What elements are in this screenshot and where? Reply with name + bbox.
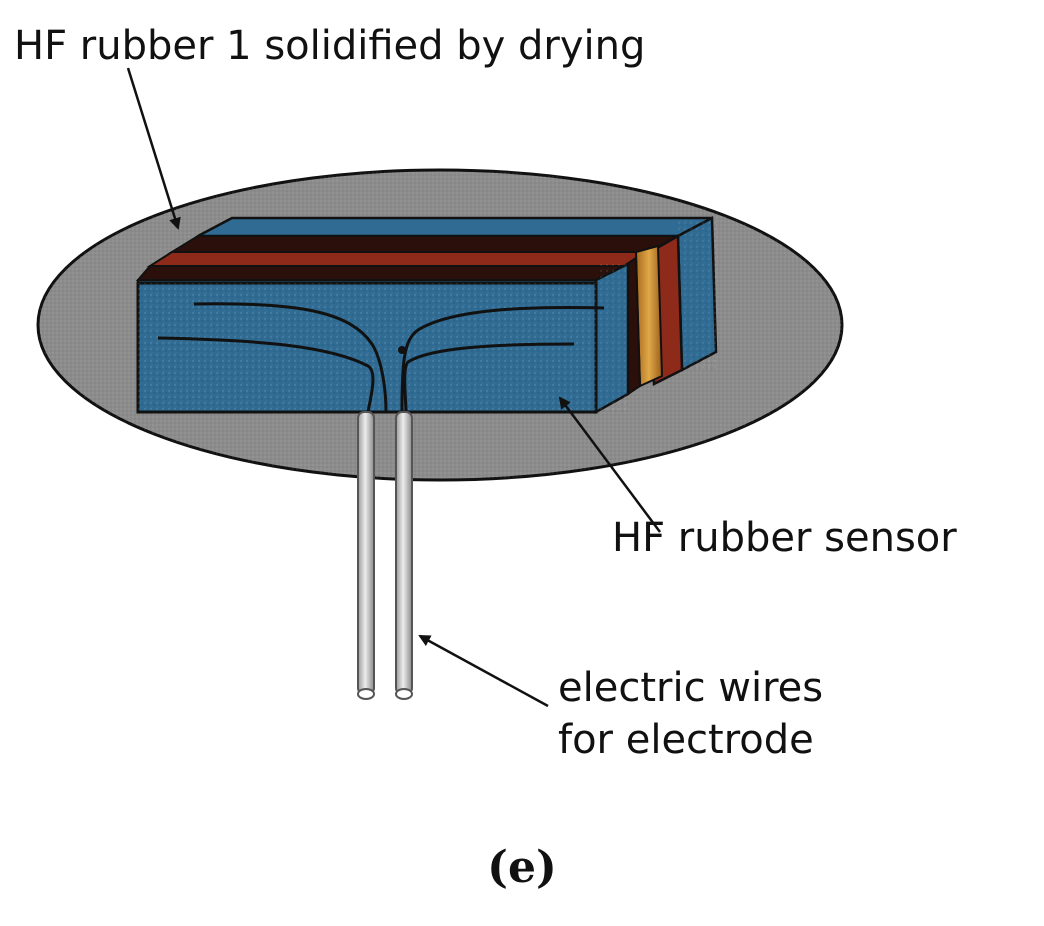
wires-label-line2: for electrode — [558, 717, 814, 763]
electrode-layer-red — [146, 251, 651, 267]
sensor-label: HF rubber sensor — [612, 515, 957, 561]
embedded-wire-upper-right — [400, 306, 605, 413]
electric-wire-left — [357, 411, 375, 695]
electrode-layer-top — [168, 235, 682, 253]
arrow-icon — [558, 396, 662, 533]
electric-wire-right — [395, 411, 413, 695]
rubber-base-label: HF rubber 1 solidified by drying — [14, 23, 646, 69]
arrow-icon — [418, 634, 549, 708]
embedded-wire-lower-right — [403, 342, 575, 413]
embedded-wire-lower — [157, 336, 375, 413]
wires-label-line1: electric wires — [558, 665, 824, 711]
panel-label: (e) — [487, 842, 557, 893]
embedded-wire-upper — [193, 302, 388, 413]
sensor-back-top-face — [197, 216, 713, 238]
arrow-icon — [126, 67, 181, 230]
